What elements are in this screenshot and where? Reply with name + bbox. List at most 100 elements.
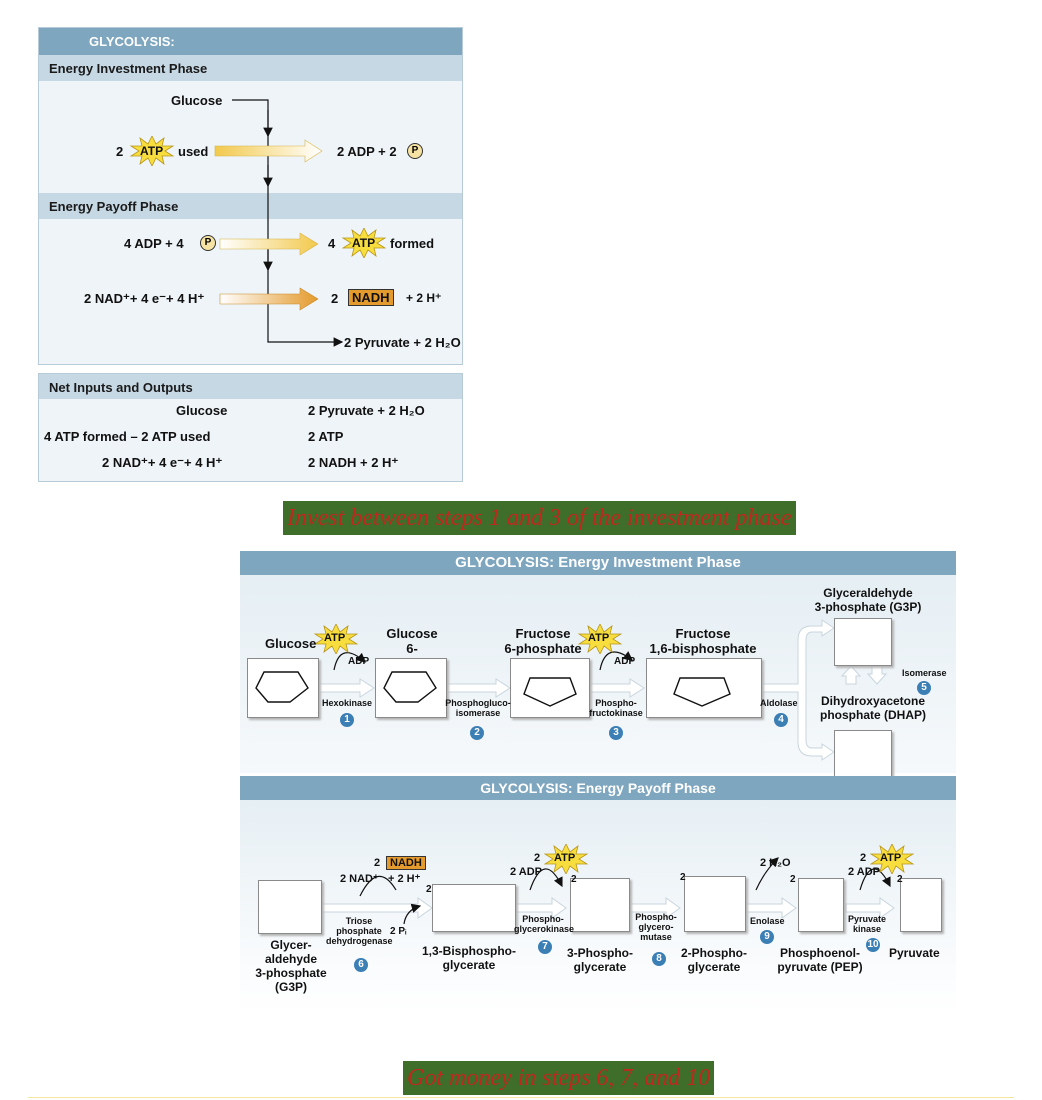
pep-label: Phosphoenol- pyruvate (PEP): [777, 946, 863, 974]
nad-in-label: 2 NAD⁺+ 4 e⁻+ 4 H⁺: [84, 291, 205, 306]
summary-glucose: Glucose: [171, 93, 223, 108]
water-label: 2 H₂O: [760, 857, 791, 869]
net-row-3-left: 2 NAD⁺+ 4 e⁻+ 4 H⁺: [102, 455, 223, 470]
step-4-badge: 4: [774, 713, 788, 727]
atp-formed-label: formed: [390, 236, 435, 251]
summary-header: GLYCOLYSIS:: [39, 28, 462, 55]
investment-phase-header: Energy Investment Phase: [39, 55, 462, 81]
adp-label: 2 ADP: [510, 866, 542, 878]
f6p-molecule: [510, 658, 590, 718]
pi-curve: [403, 903, 422, 925]
step-5-badge: 5: [917, 681, 931, 695]
step-10-badge: 10: [866, 938, 880, 952]
f16bp-label: Fructose 1,6-bisphosphate: [649, 626, 757, 656]
step4-arrow: [759, 619, 835, 761]
enolase-curve: [755, 857, 779, 891]
nad-label: 2 NAD⁺: [340, 873, 379, 885]
nadh-count: 2: [374, 857, 381, 869]
atp-label: ATP: [554, 852, 576, 864]
step-6-badge: 6: [354, 958, 368, 972]
step6-arrow: [321, 897, 433, 919]
step7-arrow: [515, 897, 567, 919]
payoff-detail-title: GLYCOLYSIS: Energy Payoff Phase: [480, 780, 716, 796]
atp-count: 2: [534, 852, 541, 864]
hexokinase-curve: [333, 652, 366, 671]
payoff-phase-label: Energy Payoff Phase: [49, 199, 179, 214]
bottom-rule: [28, 1097, 1014, 1098]
net-inputs-panel: Net Inputs and Outputs: [38, 373, 463, 482]
atp-star-icon: ATP: [130, 136, 174, 166]
glucose-label: Glucose: [265, 636, 317, 651]
step-8-badge: 8: [652, 952, 666, 966]
tpd-label: Triose phosphate dehydrogenase: [326, 916, 393, 946]
nad-curve: [359, 875, 397, 897]
atp-count: 2: [860, 852, 867, 864]
atp-label: ATP: [352, 236, 376, 250]
net-row-2-left: 4 ATP formed – 2 ATP used: [44, 429, 211, 444]
phosphate-circle-icon: P: [407, 143, 423, 159]
stoich-2-bpg: 2: [426, 884, 432, 895]
payoff-detail-header: GLYCOLYSIS: Energy Payoff Phase: [240, 776, 956, 800]
stoich-2-pg3: 2: [571, 874, 577, 885]
step9-arrow: [745, 897, 797, 919]
pgi-label: Phosphogluco- isomerase: [445, 698, 511, 718]
pgk-curve: [529, 868, 563, 891]
pg3-molecule: [570, 878, 630, 932]
f6p-label: Fructose 6-phosphate: [504, 626, 582, 656]
isomerase-label: Isomerase: [902, 668, 947, 678]
net-header: Net Inputs and Outputs: [39, 374, 462, 399]
adp-out-label: 2 ADP + 2: [337, 144, 397, 159]
pk-curve: [859, 868, 891, 891]
phosphate-circle-icon: P: [200, 235, 216, 251]
glycolysis-summary-panel: GLYCOLYSIS: Energy Investment Phase Ener…: [38, 27, 463, 365]
atp-label: ATP: [140, 144, 164, 158]
pep-molecule: [798, 878, 844, 932]
payoff-phase-header: Energy Payoff Phase: [39, 193, 462, 219]
caption-got-money: Got money in steps 6, 7, and 10: [403, 1061, 715, 1095]
step2-arrow: [445, 678, 511, 698]
summary-title: GLYCOLYSIS:: [89, 34, 175, 49]
step8-arrow: [629, 897, 681, 919]
isomerase-up-arrow: [840, 665, 862, 685]
g3p-payoff-label: Glycer- aldehyde 3-phosphate (G3P): [255, 938, 327, 994]
pk-label: Pyruvate kinase: [847, 914, 887, 934]
stoich-2-pg2: 2: [680, 872, 686, 883]
g3p-payoff-molecule: [258, 880, 322, 934]
atp-star-icon: 2 ATP: [534, 844, 590, 874]
atp-star-icon: ATP: [314, 624, 358, 654]
hexokinase-label: Hexokinase: [322, 698, 373, 708]
dhap-label: Dihydroxyacetone phosphate (DHAP): [820, 694, 926, 722]
bpg-molecule: [432, 884, 516, 932]
step1-arrow: [317, 678, 375, 698]
pfk-label: Phospho- fructokinase: [589, 698, 643, 718]
net-title: Net Inputs and Outputs: [49, 380, 193, 395]
nadh-badge: NADH: [348, 289, 394, 306]
atp-formed-arrow: [219, 232, 319, 256]
stoich-2-pep: 2: [790, 874, 796, 885]
net-row-1-right: 2 Pyruvate + 2 H₂O: [308, 403, 425, 418]
pg3-label: 3-Phospho- glycerate: [567, 946, 633, 974]
atp-formed-count: 4: [328, 236, 336, 251]
atp-used-arrow: [214, 139, 323, 163]
h-label: + 2 H⁺: [388, 873, 421, 885]
f16bp-molecule: [646, 658, 762, 718]
pk-adp-label: 2 ADP: [848, 866, 880, 878]
step-7-badge: 7: [538, 940, 552, 954]
enolase-label: Enolase: [750, 916, 785, 926]
pg2-label: 2-Phospho- glycerate: [681, 946, 747, 974]
stoich-2-pyr: 2: [897, 874, 903, 885]
atp-star-icon: 2 ATP: [860, 844, 916, 874]
pgk-label: Phospho- glycerokinase: [514, 914, 575, 934]
pyruvate-molecule: [900, 878, 942, 932]
net-row-3-right: 2 NADH + 2 H⁺: [308, 455, 399, 470]
pg2-molecule: [684, 876, 746, 932]
pgm-label: Phospho- glycero- mutase: [635, 912, 677, 942]
net-row-2-right: 2 ATP: [308, 429, 344, 444]
step-2-badge: 2: [470, 726, 484, 740]
isomerase-down-arrow: [866, 665, 888, 685]
adp-in-label: 4 ADP + 4: [124, 236, 184, 251]
adp-label: ADP: [348, 656, 370, 667]
